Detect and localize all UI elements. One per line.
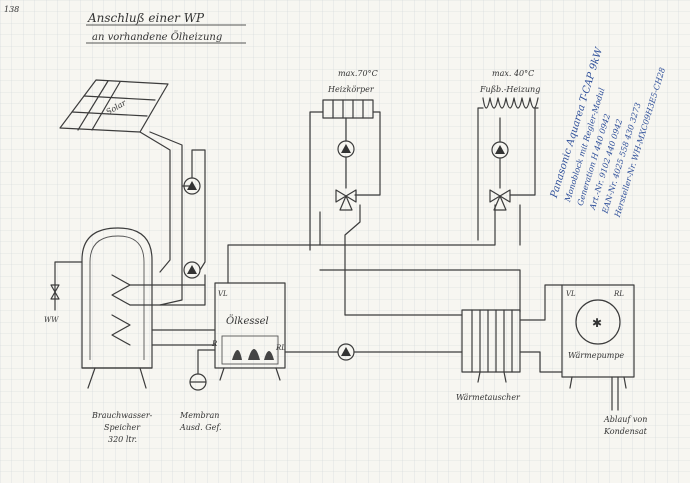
storage-tank [81, 227, 153, 389]
mixing-valve-floor [489, 189, 511, 211]
membrane-label-2: Ausd. Gef. [179, 423, 222, 432]
expansion-vessel [189, 349, 216, 391]
heat-exchanger [461, 309, 521, 383]
oil-boiler: VL Ölkessel R RL [211, 282, 286, 381]
heatpump-label: Wärmepumpe [568, 351, 624, 360]
radiator-label: Heizkörper [327, 85, 375, 94]
storage-label-1: Brauchwasser- [91, 411, 153, 420]
ww-label: WW [44, 316, 59, 324]
hp-vl-label: VL [566, 290, 576, 298]
page-number: 138 [4, 5, 19, 14]
title-line2: an vorhandene Ölheizung [92, 31, 222, 43]
floor-temp: max. 40°C [492, 69, 534, 78]
storage-label-2: Speicher [104, 423, 141, 432]
title-line1: Anschluß einer WP [87, 11, 205, 25]
drain-label-2: Kondensat [603, 427, 648, 436]
hp-rl-label: RL [613, 290, 624, 298]
floor-label: Fußb.-Heizung [479, 85, 540, 94]
fan-icon: ✱ [592, 316, 602, 330]
boiler-rl-label: RL [275, 344, 286, 352]
exchanger-label: Wärmetauscher [456, 393, 521, 402]
floor-heating [482, 97, 539, 109]
radiator [322, 99, 374, 119]
heat-pump: VL RL ✱ Wärmepumpe [561, 284, 635, 389]
boiler-vl-label: VL [218, 290, 228, 298]
boiler-r-label: R [211, 340, 218, 348]
boiler-label: Ölkessel [226, 315, 269, 327]
storage-label-3: 320 ltr. [108, 435, 137, 444]
membrane-label-1: Membran [179, 411, 219, 420]
drain-label-1: Ablauf von [603, 415, 647, 424]
mixing-valve-radiator [335, 189, 357, 211]
radiator-temp: max.70°C [338, 69, 378, 78]
